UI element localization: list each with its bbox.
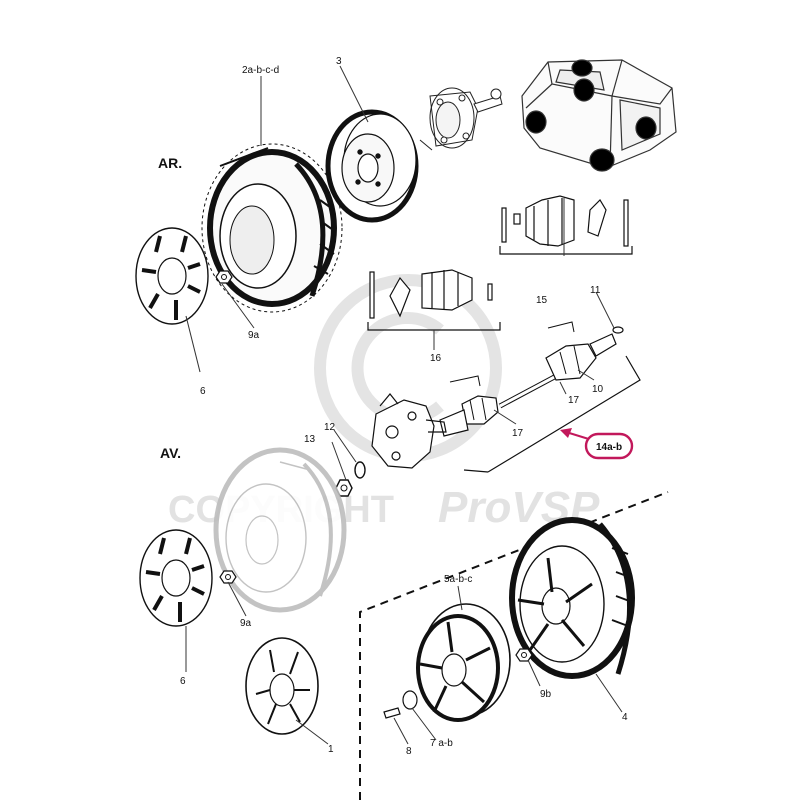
label-12: 12 <box>324 422 336 433</box>
rear-tyre <box>201 143 343 313</box>
label-4: 4 <box>622 712 628 723</box>
label-13: 13 <box>304 434 316 445</box>
front-wheel-nut <box>219 570 237 584</box>
rear-hub-assembly <box>419 87 503 151</box>
alloy-tyre <box>509 517 635 679</box>
wheel-highlight-front-icon <box>589 148 615 172</box>
label-8: 8 <box>406 746 412 757</box>
label-1: 1 <box>328 744 334 755</box>
label-9a-rear: 9a <box>248 330 260 341</box>
outer-boot-kit <box>499 195 633 255</box>
rear-steel-rim <box>325 109 419 223</box>
rear-wheel-cover <box>135 227 209 325</box>
label-14a-b[interactable]: 14a-b <box>596 442 622 453</box>
alloy-wheel <box>416 603 511 722</box>
label-17-inner: 17 <box>512 428 524 439</box>
label-9a-front: 9a <box>240 618 252 629</box>
label-5a-b-c: 5a-b-c <box>444 574 472 585</box>
bracket-foot <box>463 469 489 473</box>
tyre-valve <box>383 707 401 719</box>
hub-nut <box>335 479 353 497</box>
label-10: 10 <box>592 384 604 395</box>
alloy-wheel-nut <box>515 648 533 662</box>
hub-washer <box>354 461 366 479</box>
section-title-rear: AR. <box>158 155 182 171</box>
driveshaft-assy-callout[interactable]: 14a-b <box>560 428 634 460</box>
part-labels: 2a-b-c-d 3 9a 6 15 11 16 10 17 17 12 13 … <box>180 56 628 757</box>
rear-wheel-nut <box>215 270 233 284</box>
label-7a-b: 7 a-b <box>430 738 453 749</box>
label-9b: 9b <box>540 689 552 700</box>
label-16: 16 <box>430 353 442 364</box>
front-steel-tyre-ghost <box>213 447 347 613</box>
driveshaft <box>439 321 624 437</box>
label-2a-b-c-d: 2a-b-c-d <box>242 65 279 76</box>
wheel-highlight-fl-icon <box>525 110 547 134</box>
label-11: 11 <box>590 285 601 296</box>
leader-lines <box>185 65 623 745</box>
hub-cap-trim <box>245 637 319 735</box>
label-6-front: 6 <box>180 676 186 687</box>
label-6-rear: 6 <box>200 386 206 397</box>
centre-cap <box>402 690 418 710</box>
wheel-highlight-fr-icon <box>635 116 657 140</box>
front-steering-knuckle <box>371 393 447 469</box>
label-17-outer: 17 <box>568 395 580 406</box>
wheel-highlight-rl-icon <box>571 59 593 77</box>
vehicle-thumbnail <box>521 59 677 172</box>
circlip-icon <box>612 326 624 334</box>
front-wheel-cover <box>139 529 213 627</box>
label-15: 15 <box>536 295 548 306</box>
label-3: 3 <box>336 56 342 67</box>
section-title-front: AV. <box>160 445 181 461</box>
driveshaft-bracket <box>487 355 641 473</box>
wheel-highlight-rr-icon <box>573 78 595 102</box>
inner-boot-kit <box>367 269 501 331</box>
